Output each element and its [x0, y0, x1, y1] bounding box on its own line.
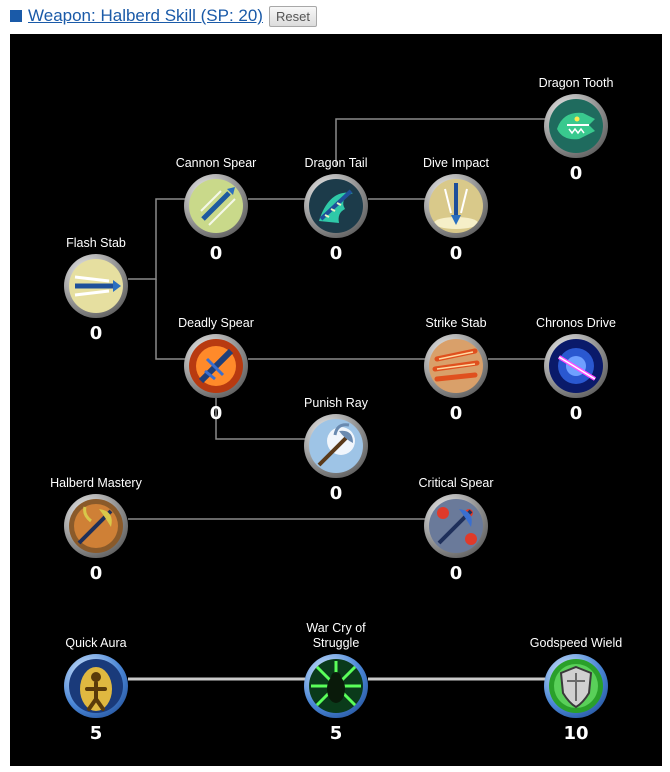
skill-name: Strike Stab: [425, 316, 487, 330]
skill-tree-title: Weapon: Halberd Skill (SP: 20): [28, 6, 263, 25]
skill-name: Chronos Drive: [536, 316, 616, 330]
skill-button-punish-ray[interactable]: [304, 414, 368, 478]
skill-punish-ray: Punish Ray 0: [271, 393, 401, 504]
skill-flash-stab: Flash Stab 0: [31, 233, 161, 344]
skill-button-flash-stab[interactable]: [64, 254, 128, 318]
skill-name: Quick Aura: [65, 636, 127, 650]
skill-level: 0: [209, 403, 223, 424]
skill-level: 0: [449, 403, 463, 424]
skill-name: Dragon Tooth: [538, 76, 614, 90]
green-aura-icon: [309, 659, 363, 713]
skill-name: Deadly Spear: [178, 316, 254, 330]
skill-strike-stab: Strike Stab 0: [391, 313, 521, 424]
skill-level: 0: [209, 243, 223, 264]
skill-tree-title-link[interactable]: Weapon: Halberd Skill (SP: 20): [10, 6, 263, 26]
skill-name: Dive Impact: [423, 156, 489, 170]
skill-cannon-spear: Cannon Spear 0: [151, 153, 281, 264]
skill-name: Punish Ray: [304, 396, 368, 410]
dragon-head-icon: [549, 99, 603, 153]
skill-level: 0: [329, 483, 343, 504]
skill-level: 0: [329, 243, 343, 264]
skill-button-dive-impact[interactable]: [424, 174, 488, 238]
skill-level: 10: [563, 723, 589, 744]
skill-button-godspeed-wield[interactable]: [544, 654, 608, 718]
skill-godspeed-wield: Godspeed Wield 10: [511, 633, 641, 744]
skill-tree-panel: Dragon Tooth 0 Cannon Spear 0 Dragon Tai…: [10, 34, 662, 766]
skill-chronos-drive: Chronos Drive 0: [511, 313, 641, 424]
deadly-spear-icon: [189, 339, 243, 393]
skill-halberd-mastery: Halberd Mastery 0: [31, 473, 161, 584]
skill-quick-aura: Quick Aura 5: [31, 633, 161, 744]
skill-connectors: [128, 118, 545, 681]
skill-level: 0: [89, 323, 103, 344]
skill-button-critical-spear[interactable]: [424, 494, 488, 558]
skill-button-cannon-spear[interactable]: [184, 174, 248, 238]
skill-level: 0: [449, 563, 463, 584]
skill-level: 5: [89, 723, 103, 744]
halberd-fire-icon: [69, 499, 123, 553]
skill-name: Halberd Mastery: [50, 476, 142, 490]
triple-slash-icon: [429, 339, 483, 393]
skill-level: 0: [89, 563, 103, 584]
skill-name: Cannon Spear: [175, 156, 257, 170]
skill-dragon-tail: Dragon Tail 0: [271, 153, 401, 264]
skill-button-chronos-drive[interactable]: [544, 334, 608, 398]
skill-level: 5: [329, 723, 343, 744]
shield-icon: [549, 659, 603, 713]
link-flash-to-cannon: [128, 198, 185, 280]
dragon-tail-icon: [309, 179, 363, 233]
skill-button-halberd-mastery[interactable]: [64, 494, 128, 558]
skill-name: Flash Stab: [66, 236, 126, 250]
halberd-crit-icon: [429, 499, 483, 553]
link-tail-to-tooth: [335, 118, 545, 167]
skill-name: Godspeed Wield: [529, 636, 623, 650]
skill-level: 0: [569, 163, 583, 184]
dive-strike-icon: [429, 179, 483, 233]
skill-war-cry-of-struggle: War Cry of Struggle 5: [271, 618, 401, 744]
golden-aura-icon: [69, 659, 123, 713]
skill-level: 0: [569, 403, 583, 424]
skill-button-deadly-spear[interactable]: [184, 334, 248, 398]
skill-dragon-tooth: Dragon Tooth 0: [511, 73, 641, 184]
skill-button-dragon-tooth[interactable]: [544, 94, 608, 158]
link-deadly-to-punish: [215, 391, 305, 440]
skill-level: 0: [449, 243, 463, 264]
flash-stab-icon: [69, 259, 123, 313]
spear-blast-icon: [189, 179, 243, 233]
skill-name: War Cry of Struggle: [306, 621, 366, 650]
collapse-square-icon: [10, 10, 22, 22]
time-vortex-icon: [549, 339, 603, 393]
skill-dive-impact: Dive Impact 0: [391, 153, 521, 264]
skill-button-war-cry-of-struggle[interactable]: [304, 654, 368, 718]
link-flash-to-deadly: [155, 279, 185, 360]
skill-button-strike-stab[interactable]: [424, 334, 488, 398]
reset-button[interactable]: Reset: [268, 5, 317, 27]
skill-button-quick-aura[interactable]: [64, 654, 128, 718]
skill-tree-header: Weapon: Halberd Skill (SP: 20) Reset: [10, 3, 317, 29]
skill-critical-spear: Critical Spear 0: [391, 473, 521, 584]
skill-name: Critical Spear: [418, 476, 494, 490]
skill-button-dragon-tail[interactable]: [304, 174, 368, 238]
skill-deadly-spear: Deadly Spear 0: [151, 313, 281, 424]
skill-name: Dragon Tail: [304, 156, 368, 170]
holy-halberd-icon: [309, 419, 363, 473]
